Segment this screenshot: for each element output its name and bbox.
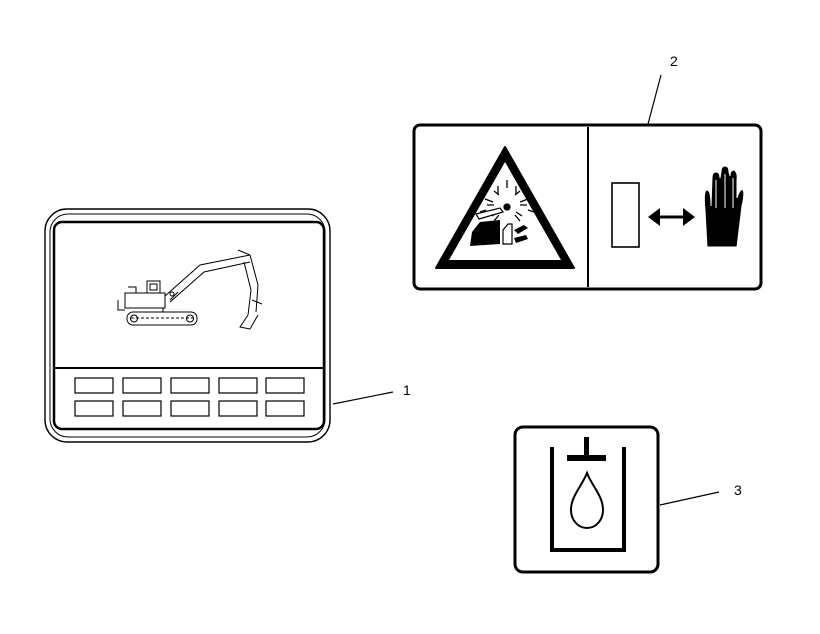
part-1-excavator-decal bbox=[44, 208, 331, 443]
crush-hazard-warning-icon bbox=[435, 146, 575, 269]
hydraulic-oil-icon bbox=[550, 437, 626, 552]
callout-2: 2 bbox=[647, 53, 678, 125]
callout-label-2: 2 bbox=[670, 53, 678, 69]
callout-label-1: 1 bbox=[403, 382, 411, 398]
decal-button-grid bbox=[74, 377, 305, 417]
excavator-decal-icon bbox=[117, 249, 263, 330]
double-arrow-icon bbox=[648, 208, 695, 226]
callout-label-3: 3 bbox=[734, 482, 742, 498]
keep-hands-away-icon bbox=[611, 165, 745, 248]
leader-line-1 bbox=[332, 391, 394, 405]
part-3-hydraulic-oil-decal bbox=[513, 425, 660, 574]
hand-icon bbox=[703, 165, 745, 248]
leader-line-3 bbox=[659, 491, 720, 506]
part-2-crush-hazard-decal bbox=[412, 123, 763, 291]
callout-1: 1 bbox=[332, 382, 411, 405]
leader-line-2 bbox=[647, 74, 662, 125]
callout-3: 3 bbox=[659, 482, 742, 506]
